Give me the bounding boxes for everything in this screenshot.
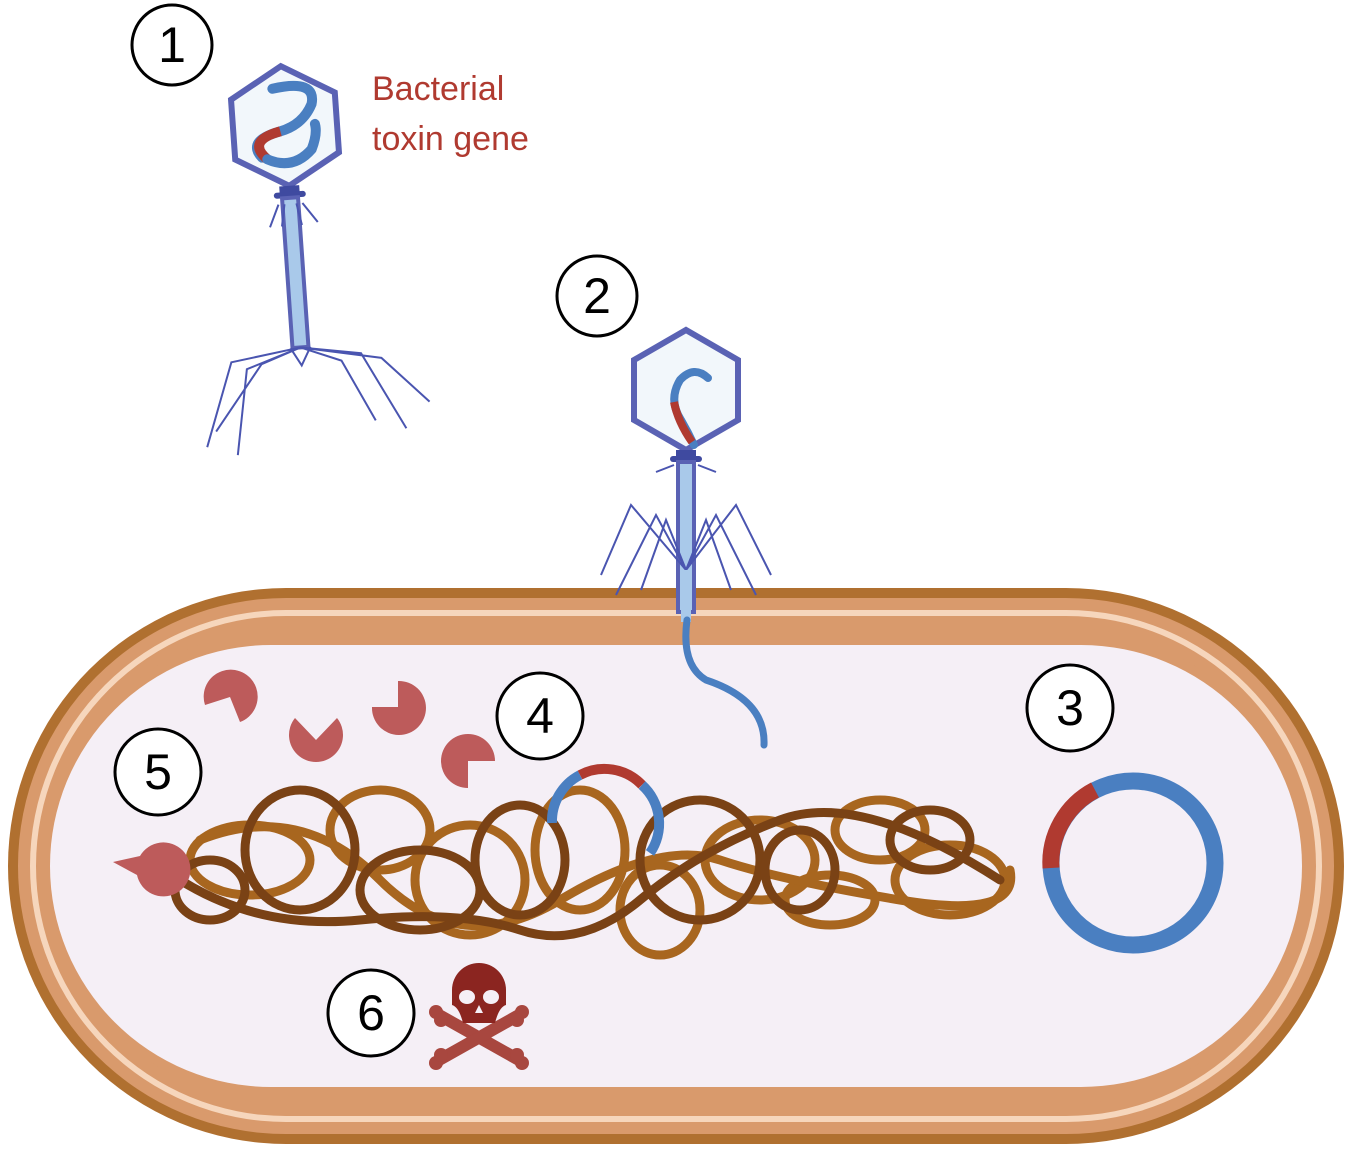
toxin-protein — [113, 842, 191, 897]
toxin-protein — [203, 669, 258, 722]
toxin-gene-label-line2: toxin gene — [372, 120, 529, 158]
bacteriophage-free — [206, 57, 431, 456]
step-2-number: 2 — [583, 268, 611, 324]
integrated-prophage — [546, 763, 665, 856]
step-3-marker — [1025, 663, 1115, 753]
step-5-marker — [113, 727, 203, 817]
toxin-protein — [289, 718, 343, 762]
step-3-number: 3 — [1056, 680, 1084, 736]
toxin-protein — [371, 680, 426, 735]
toxin-proteins — [113, 669, 495, 897]
injected-dna — [682, 616, 768, 749]
plasmid — [1042, 772, 1224, 954]
skull-crossbones-icon — [429, 963, 529, 1070]
bacteriophage-injecting — [600, 330, 772, 749]
step-6-marker — [326, 968, 416, 1058]
toxin-protein — [441, 734, 495, 788]
step-1-marker — [130, 3, 214, 87]
toxin-gene-label-line1: Bacterial — [372, 70, 504, 108]
step-6-number: 6 — [357, 985, 385, 1041]
step-4-marker — [495, 671, 585, 761]
step-5-number: 5 — [144, 744, 172, 800]
step-4-number: 4 — [526, 688, 554, 744]
step-1-number: 1 — [158, 17, 186, 73]
step-2-marker — [555, 254, 639, 338]
bacterial-chromosome — [170, 785, 1016, 960]
